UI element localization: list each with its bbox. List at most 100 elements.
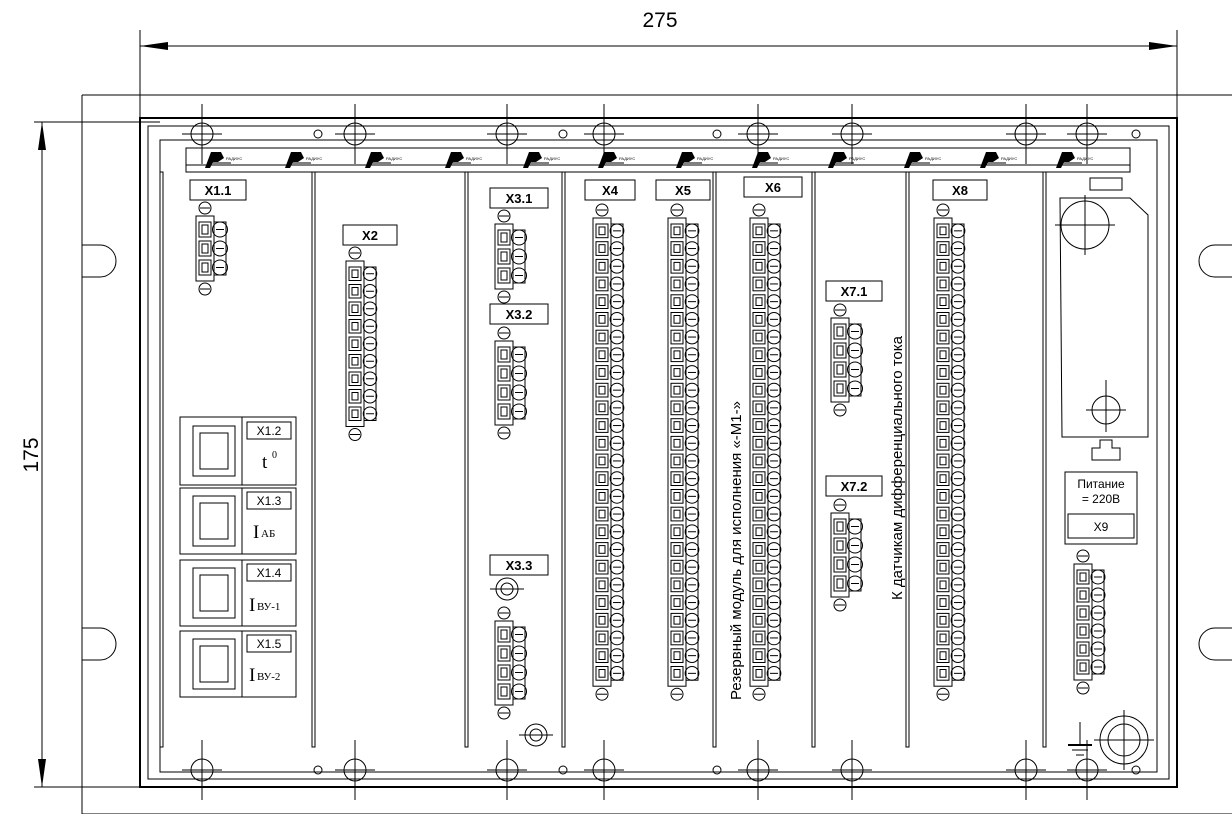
logo-text: РАДИУС (1077, 156, 1093, 161)
mount-screw (182, 740, 222, 800)
terminal-screw (950, 666, 966, 681)
terminal-screw (950, 559, 966, 575)
terminal-clamp (595, 276, 609, 292)
terminal-clamp (497, 267, 511, 284)
terminal-clamp (595, 312, 609, 327)
terminal-clamp (595, 453, 609, 469)
label-t0-sup: 0 (272, 450, 277, 461)
terminal-clamp (752, 241, 766, 256)
terminal-screw (766, 612, 782, 628)
module-dividers (159, 171, 1047, 748)
terminal-screw (511, 683, 527, 700)
terminal-clamp (497, 384, 511, 401)
terminal-clamp (752, 577, 766, 593)
terminal-screw (1090, 587, 1106, 603)
terminal-screw (684, 258, 700, 274)
terminal-screw (950, 612, 966, 628)
terminal-clamp (833, 556, 847, 573)
terminal-clamp (936, 365, 950, 380)
terminal-screw (766, 223, 782, 239)
mount-screw (832, 104, 872, 164)
terminal-clamp (348, 354, 362, 369)
terminal-block-x3-2 (494, 326, 527, 440)
terminal-clamp (752, 630, 766, 646)
terminal-clamp (670, 524, 684, 540)
label-iab: I (253, 522, 259, 543)
mounting-screws (182, 104, 1141, 800)
terminal-clamp (752, 666, 766, 681)
terminal-screw (950, 223, 966, 239)
module-divider (159, 171, 164, 748)
terminal-screw (609, 329, 625, 345)
power-module: Питание = 220В X9 (1055, 177, 1154, 770)
terminal-clamp (595, 418, 609, 433)
logo: РАДИУС (676, 152, 713, 168)
terminal-clamp (595, 648, 609, 663)
mount-screw (1067, 740, 1107, 800)
terminal-screw (609, 312, 625, 327)
label-ivu1: I (249, 595, 255, 616)
terminal-screw (684, 453, 700, 469)
terminal-clamp (348, 319, 362, 334)
terminal-clamp (595, 612, 609, 628)
terminal-clamp (752, 471, 766, 486)
power-label-1: Питание (1077, 477, 1125, 491)
mount-screw (584, 104, 624, 164)
logo: РАДИУС (904, 152, 941, 168)
terminal-clamp (670, 666, 684, 681)
terminal-clamp (752, 329, 766, 345)
terminal-clamp (936, 559, 950, 575)
terminal-screw (609, 595, 625, 610)
terminal-clamp (497, 664, 511, 681)
terminal-screw (609, 559, 625, 575)
terminal-clamp (348, 301, 362, 316)
terminal-screw (511, 346, 527, 363)
mount-screw (335, 740, 375, 800)
terminal-screw (766, 276, 782, 292)
terminal-screw (1090, 623, 1106, 639)
terminal-screw (609, 241, 625, 256)
mount-hole (313, 765, 323, 775)
terminal-clamp (670, 276, 684, 292)
terminal-screw (609, 418, 625, 433)
terminal-clamp (497, 626, 511, 643)
terminal-screw (684, 312, 700, 327)
logo-text: РАДИУС (226, 156, 242, 161)
terminal-screw (609, 630, 625, 646)
mount-screw (584, 740, 624, 800)
terminal-screw (950, 435, 966, 451)
terminal-screw (212, 259, 228, 276)
module-divider (1042, 171, 1047, 748)
terminal-clamp (936, 294, 950, 309)
terminal-screw (684, 435, 700, 451)
terminal-clamp (670, 471, 684, 486)
terminal-clamp (595, 400, 609, 416)
terminal-clamp (752, 365, 766, 380)
terminal-clamp (670, 347, 684, 363)
mount-screw (738, 740, 778, 800)
terminal-clamp (670, 382, 684, 398)
terminal-screw (684, 471, 700, 486)
terminal-screw (950, 489, 966, 504)
terminal-screw (950, 648, 966, 664)
terminal-screw (766, 294, 782, 309)
mount-hole (558, 765, 568, 775)
terminal-clamp (936, 489, 950, 504)
terminal-screw (609, 276, 625, 292)
terminal-clamp (752, 542, 766, 557)
terminal-clamp (752, 648, 766, 663)
terminal-clamp (670, 559, 684, 575)
logo-text: РАДИУС (619, 156, 635, 161)
terminal-screw (950, 577, 966, 593)
terminal-screw (609, 258, 625, 274)
logo: РАДИУС (752, 152, 789, 168)
terminal-screw (684, 506, 700, 522)
terminal-clamp (833, 380, 847, 397)
terminal-blocks (195, 201, 1106, 720)
terminal-clamp (670, 294, 684, 309)
terminal-clamp (670, 312, 684, 327)
terminal-clamp (936, 241, 950, 256)
mount-screw (832, 740, 872, 800)
terminal-clamp (752, 506, 766, 522)
terminal-block-x3-1 (494, 209, 527, 304)
